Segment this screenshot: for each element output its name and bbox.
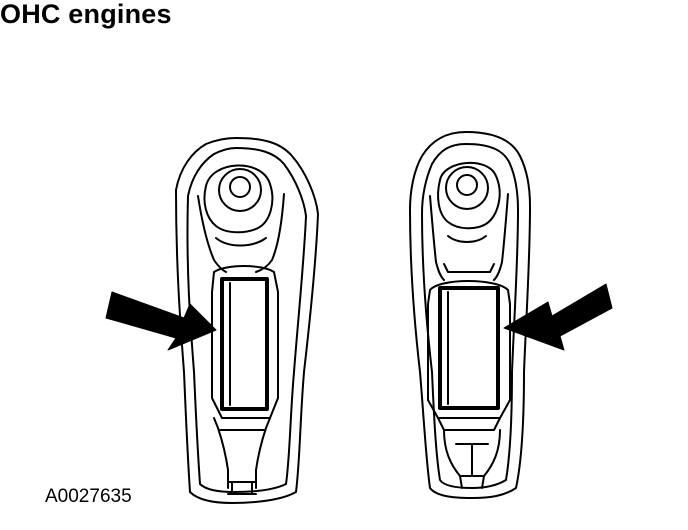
left-rocker-ridge (216, 238, 266, 246)
left-rocker-pad (222, 279, 267, 409)
left-rocker-shoulder-left (198, 196, 226, 272)
right-pivot-hole (457, 175, 477, 195)
right-rocker-shoulder-left (430, 196, 444, 280)
right-rocker-inner-contour (422, 144, 518, 488)
right-rocker-neck (444, 264, 494, 272)
left-rocker-outer-outline (176, 138, 318, 503)
left-pivot-outer-ring (219, 169, 261, 211)
right-rocker-pad (440, 288, 498, 408)
left-pivot-hole (230, 177, 250, 197)
right-pivot-boss (438, 163, 500, 228)
left-pad-housing (212, 266, 278, 418)
left-rocker-arm (176, 138, 318, 503)
left-pointer-arrow (106, 292, 216, 350)
right-rocker-arm (410, 132, 530, 498)
left-rocker-lower-section (214, 418, 270, 488)
right-rocker-outer-outline (410, 132, 530, 498)
right-pad-housing (428, 281, 510, 418)
right-pointer-arrow (504, 284, 612, 350)
right-pivot-outer-ring (446, 167, 488, 209)
right-rocker-ridge (448, 236, 486, 242)
right-rocker-shoulder-right (494, 194, 508, 280)
left-rocker-inner-contour (187, 148, 306, 492)
figure-code: A0027635 (45, 486, 132, 507)
left-rocker-shoulder-right (256, 194, 284, 272)
diagram-title: OHC engines (0, 0, 172, 29)
left-pivot-boss (204, 165, 272, 232)
right-rocker-lower-section (438, 418, 500, 430)
